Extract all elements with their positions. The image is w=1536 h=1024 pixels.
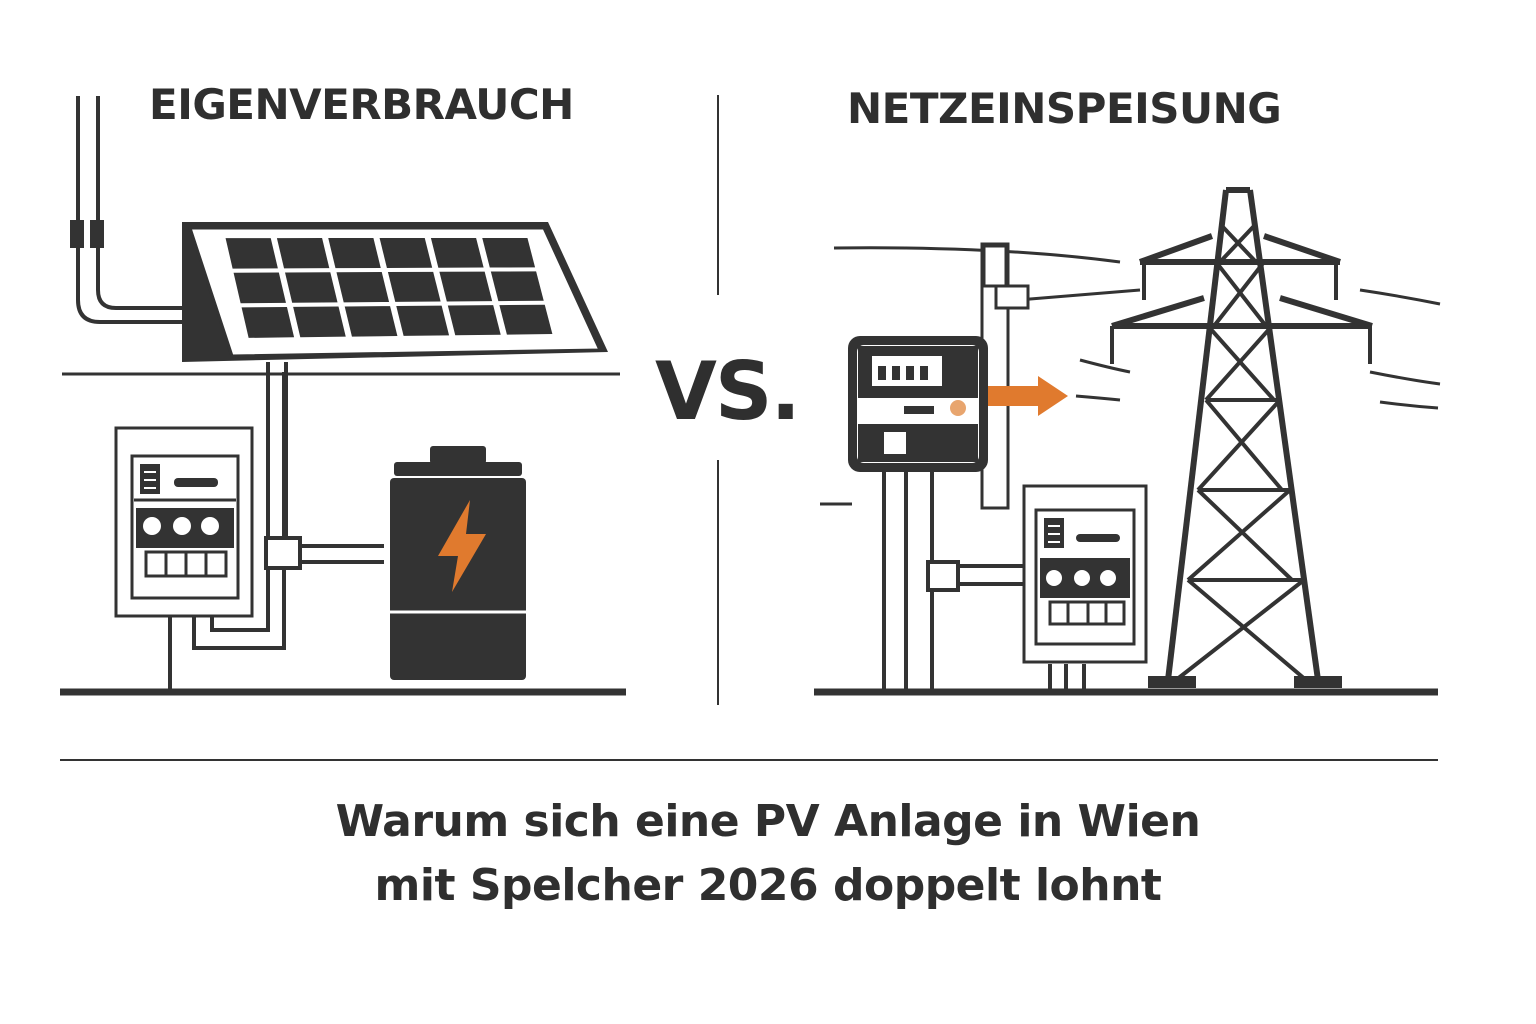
caption-line-2: mit Spelcher 2026 doppelt lohnt	[374, 860, 1162, 911]
solar-cell	[430, 238, 484, 268]
utility-pole-icon	[980, 242, 1030, 510]
solar-cell	[285, 272, 338, 303]
caption-line-1: Warum sich eine PV Anlage in Wien	[335, 796, 1201, 847]
solar-cell	[379, 238, 433, 268]
solar-cell	[482, 238, 536, 268]
solar-cell	[293, 306, 346, 338]
left-wiring	[168, 372, 384, 690]
lightning-bolt-icon	[438, 500, 486, 592]
pylon-feet	[1148, 676, 1342, 688]
solar-cell	[396, 305, 450, 336]
distribution-box-icon	[1022, 484, 1148, 690]
caption: Warum sich eine PV Anlage in Wien mit Sp…	[0, 790, 1536, 918]
left-scene	[60, 96, 626, 696]
solar-cell	[336, 272, 390, 303]
solar-cell	[233, 272, 286, 304]
electricity-meter-icon	[848, 336, 988, 690]
solar-cell	[499, 304, 553, 335]
left-panel-heading: EIGENVERBRAUCH	[149, 80, 574, 129]
solar-cell	[225, 238, 278, 269]
solar-cell	[344, 306, 398, 337]
solar-cell	[276, 238, 330, 269]
solar-cell	[439, 271, 493, 302]
solar-cell	[328, 238, 381, 269]
solar-panel-icon	[182, 222, 608, 542]
solar-cell	[447, 305, 501, 336]
solar-cell	[490, 271, 544, 302]
distribution-box-icon	[114, 426, 254, 618]
versus-label: VS.	[655, 345, 801, 438]
right-wiring	[926, 560, 1024, 592]
solar-cell	[241, 306, 295, 338]
right-panel-heading: NETZEINSPEISUNG	[847, 84, 1282, 133]
solar-cell	[387, 271, 441, 302]
arrow-right-icon	[988, 376, 1068, 416]
power-pylon-icon	[1110, 187, 1373, 682]
